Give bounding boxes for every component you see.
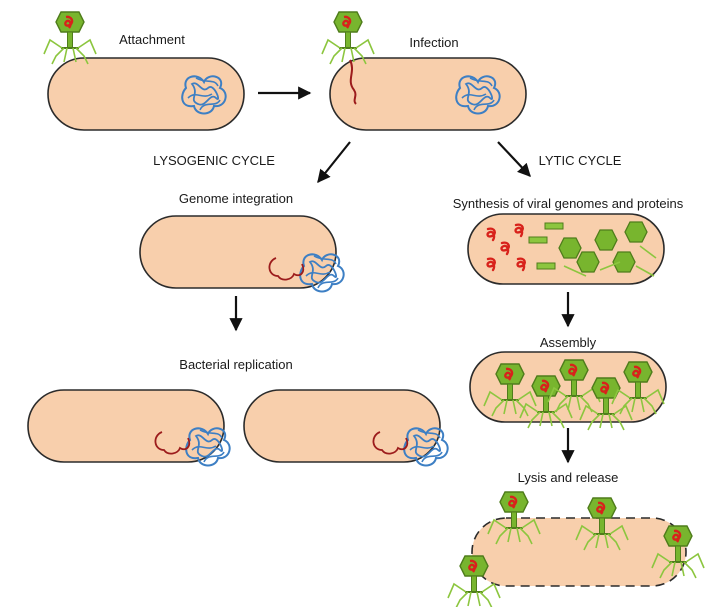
daughter-cell-2 (243, 389, 448, 466)
label-assembly: Assembly (539, 335, 597, 350)
phage-attaching (42, 10, 98, 66)
lysed-cell (471, 517, 687, 587)
injected-dna (349, 59, 357, 105)
infection-cell (329, 57, 527, 131)
integration-cell (139, 215, 344, 292)
arrow-to-lysogenic (317, 141, 351, 184)
label-bacterial-replication: Bacterial replication (179, 357, 293, 372)
daughter-cell-1 (27, 389, 230, 466)
label-synthesis: Synthesis of viral genomes and proteins (452, 196, 684, 211)
arrow-to-lytic (497, 141, 531, 177)
synthesis-cell (467, 213, 665, 285)
label-lytic-cycle: LYTIC CYCLE (538, 153, 622, 168)
label-infection: Infection (409, 35, 459, 50)
assembly-cell (469, 351, 667, 432)
label-lysogenic-cycle: LYSOGENIC CYCLE (153, 153, 275, 168)
attachment-cell (47, 57, 245, 131)
phage-injecting (320, 10, 376, 66)
label-genome-integration: Genome integration (178, 191, 294, 206)
label-attachment: Attachment (119, 32, 185, 47)
label-lysis-release: Lysis and release (517, 470, 619, 485)
